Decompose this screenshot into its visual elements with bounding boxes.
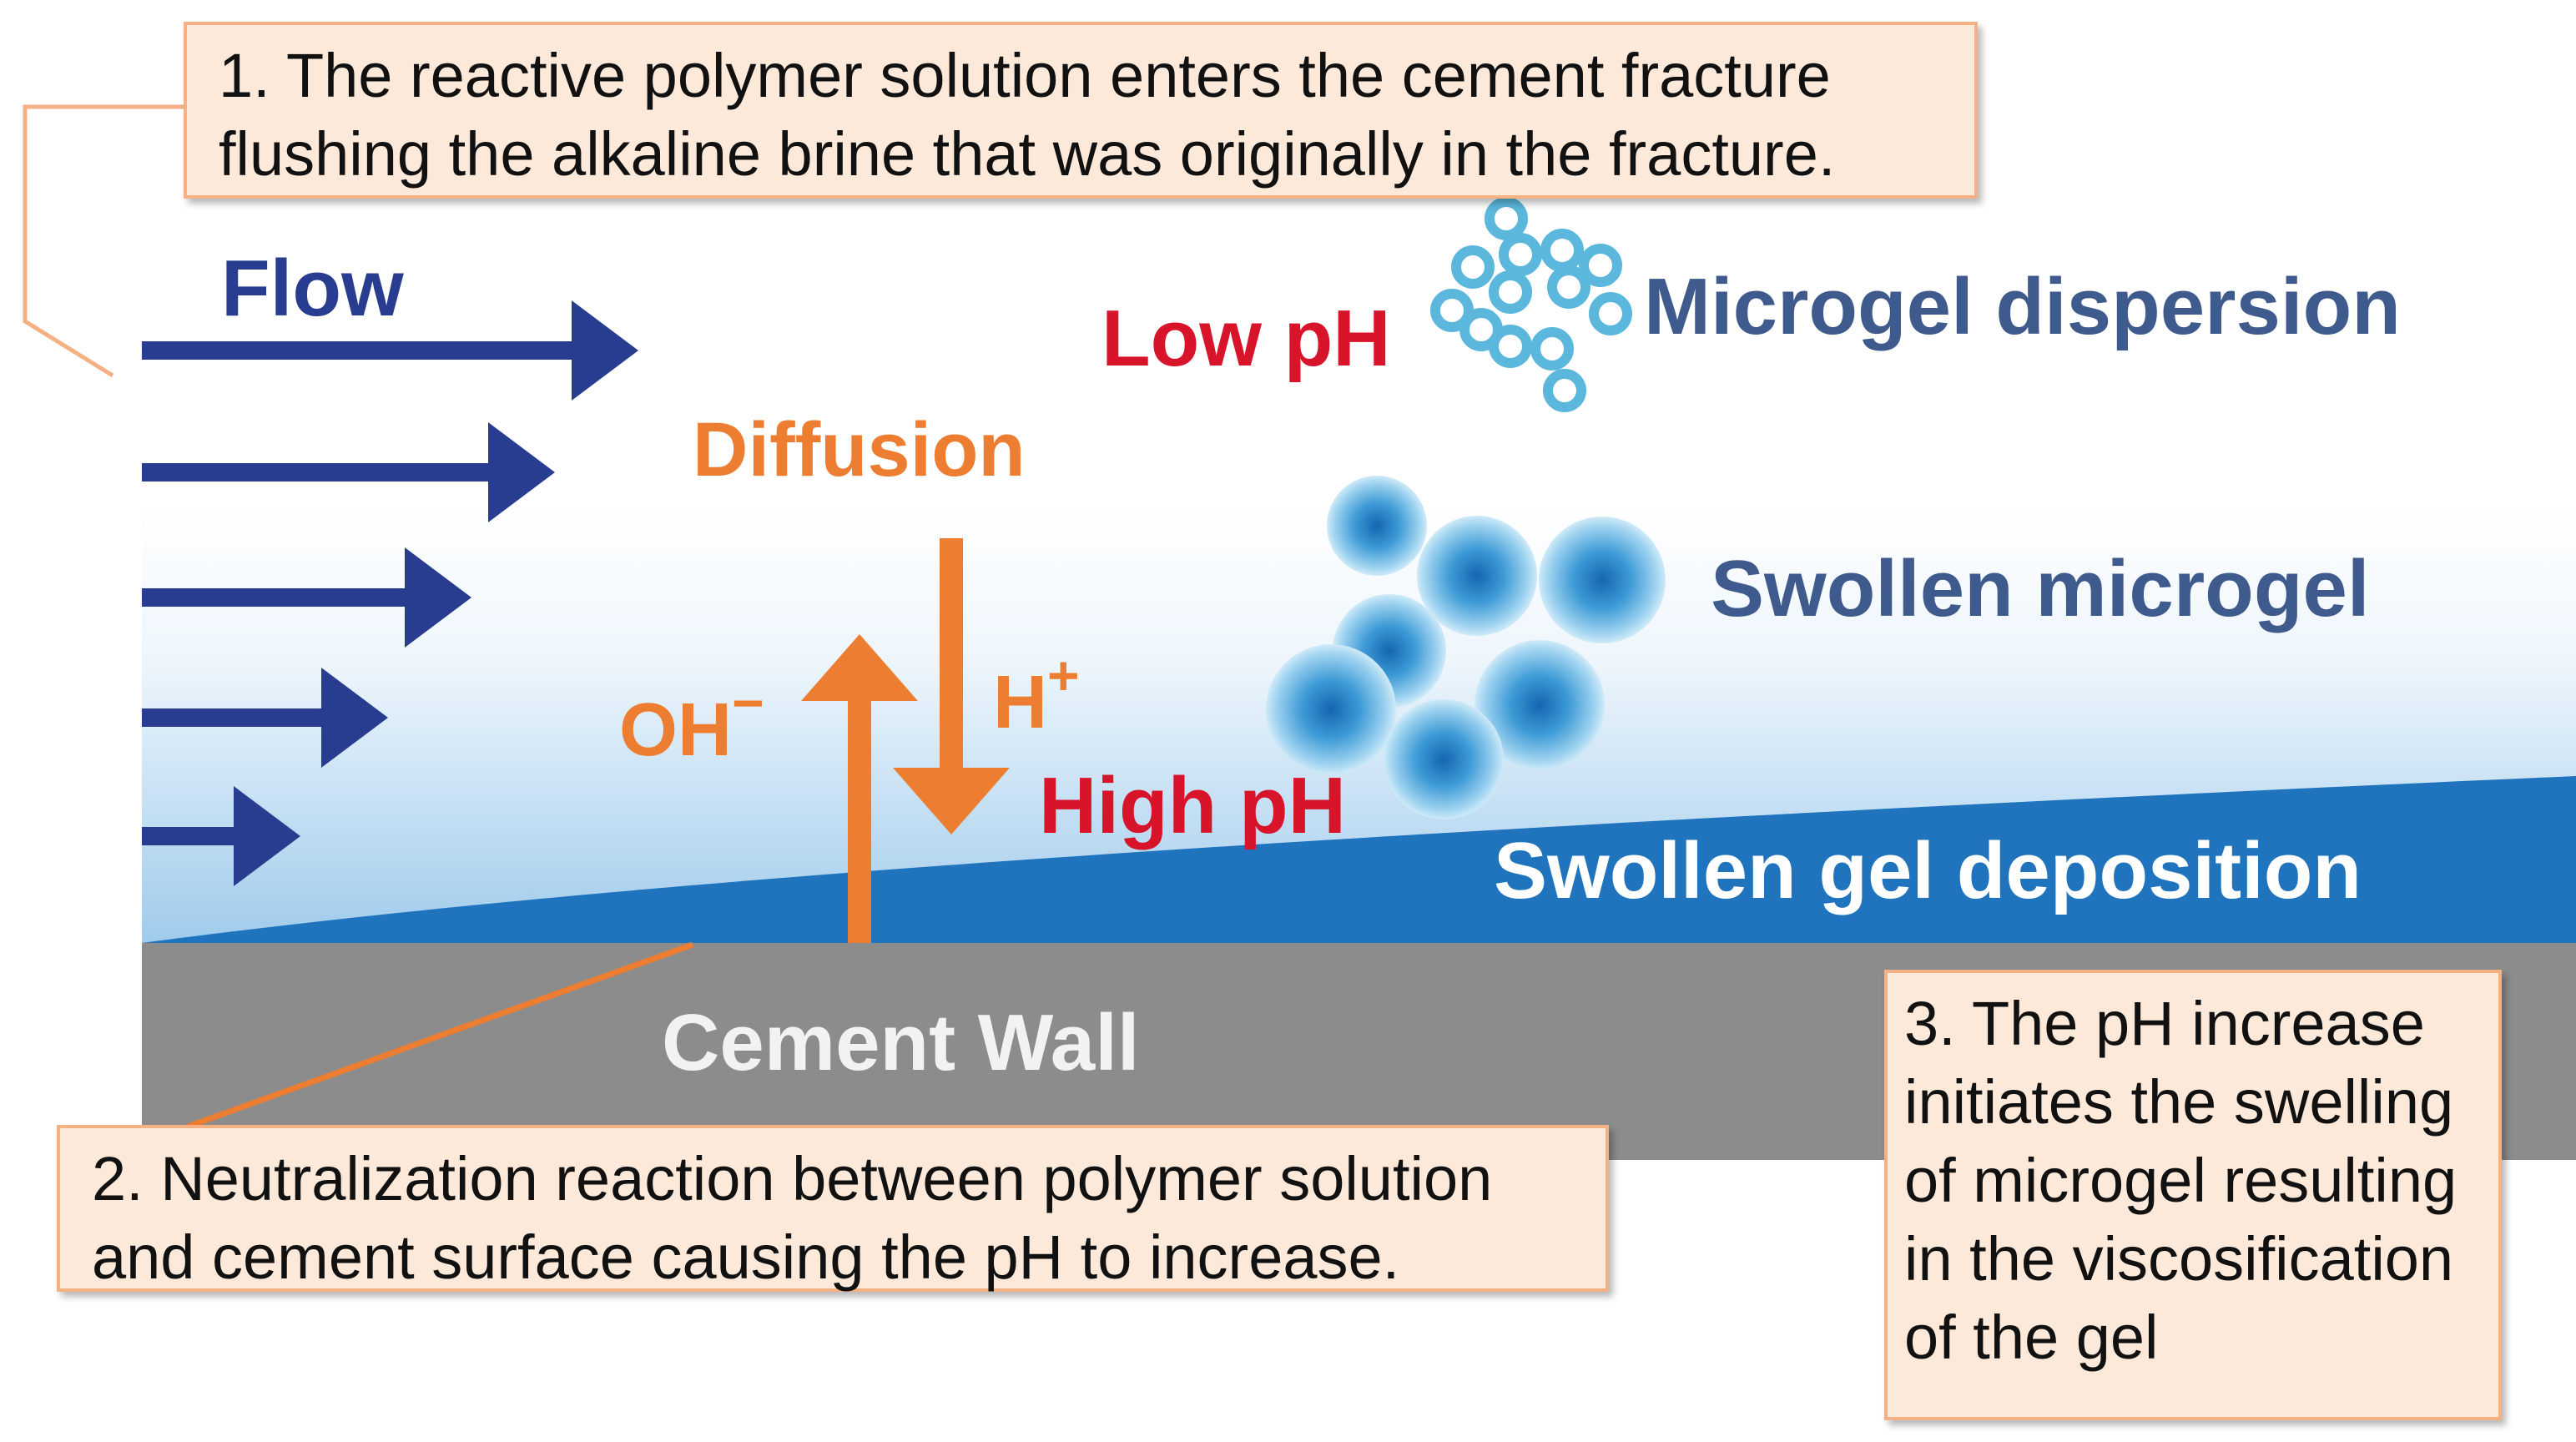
flow-arrow-icon	[142, 422, 555, 522]
callout-step-3: 3. The pH increase initiates the swellin…	[1884, 970, 2502, 1420]
callout-step-3-line-5: of the gel	[1904, 1303, 2159, 1372]
proton-base: H	[993, 661, 1047, 744]
proton-charge: +	[1047, 644, 1080, 706]
callout-step-3-line-3: of microgel resulting	[1904, 1146, 2458, 1215]
cement-wall-label: Cement Wall	[662, 998, 1140, 1087]
callout-2-leader-line	[186, 941, 694, 1130]
callout-step-2-line-2: and cement surface causing the pH to inc…	[92, 1223, 1400, 1292]
flow-arrow-icon	[142, 668, 388, 768]
microgel-dispersion-label: Microgel dispersion	[1644, 262, 2401, 351]
hydroxide-base: OH	[619, 688, 732, 772]
callout-step-2-line-1: 2. Neutralization reaction between polym…	[92, 1144, 1493, 1213]
flow-arrow-icon	[142, 786, 300, 886]
proton-label: H+	[993, 644, 1080, 744]
gel-deposition-label: Swollen gel deposition	[1494, 826, 2362, 915]
callout-1-leader-line	[23, 104, 184, 378]
callout-step-3-line-1: 3. The pH increase	[1904, 989, 2425, 1058]
callout-step-3-line-2: initiates the swelling	[1904, 1067, 2454, 1137]
diffusion-label: Diffusion	[693, 407, 1026, 492]
hydroxide-label: OH−	[619, 672, 764, 772]
flow-arrow-icon	[142, 300, 638, 401]
hydroxide-charge: −	[732, 672, 764, 734]
flow-arrow-icon	[142, 547, 471, 648]
callout-step-1-line-1: 1. The reactive polymer solution enters …	[219, 41, 1831, 110]
microgel-particle-icon	[1430, 197, 1632, 412]
swollen-microgel-label: Swollen microgel	[1711, 544, 2370, 633]
swollen-microgel-particle-icon	[1266, 476, 1666, 819]
flow-label: Flow	[221, 244, 404, 333]
low-ph-label: Low pH	[1101, 294, 1391, 383]
callout-step-1: 1. The reactive polymer solution enters …	[184, 22, 1978, 199]
high-ph-label: High pH	[1039, 761, 1346, 850]
callout-step-2: 2. Neutralization reaction between polym…	[57, 1125, 1609, 1292]
diffusion-arrow-icon	[893, 538, 1010, 834]
callout-step-1-line-2: flushing the alkaline brine that was ori…	[219, 119, 1836, 189]
diffusion-arrow-icon	[801, 634, 918, 943]
callout-step-3-line-4: in the viscosification	[1904, 1224, 2454, 1293]
gel-deposition-layer	[142, 776, 2576, 947]
